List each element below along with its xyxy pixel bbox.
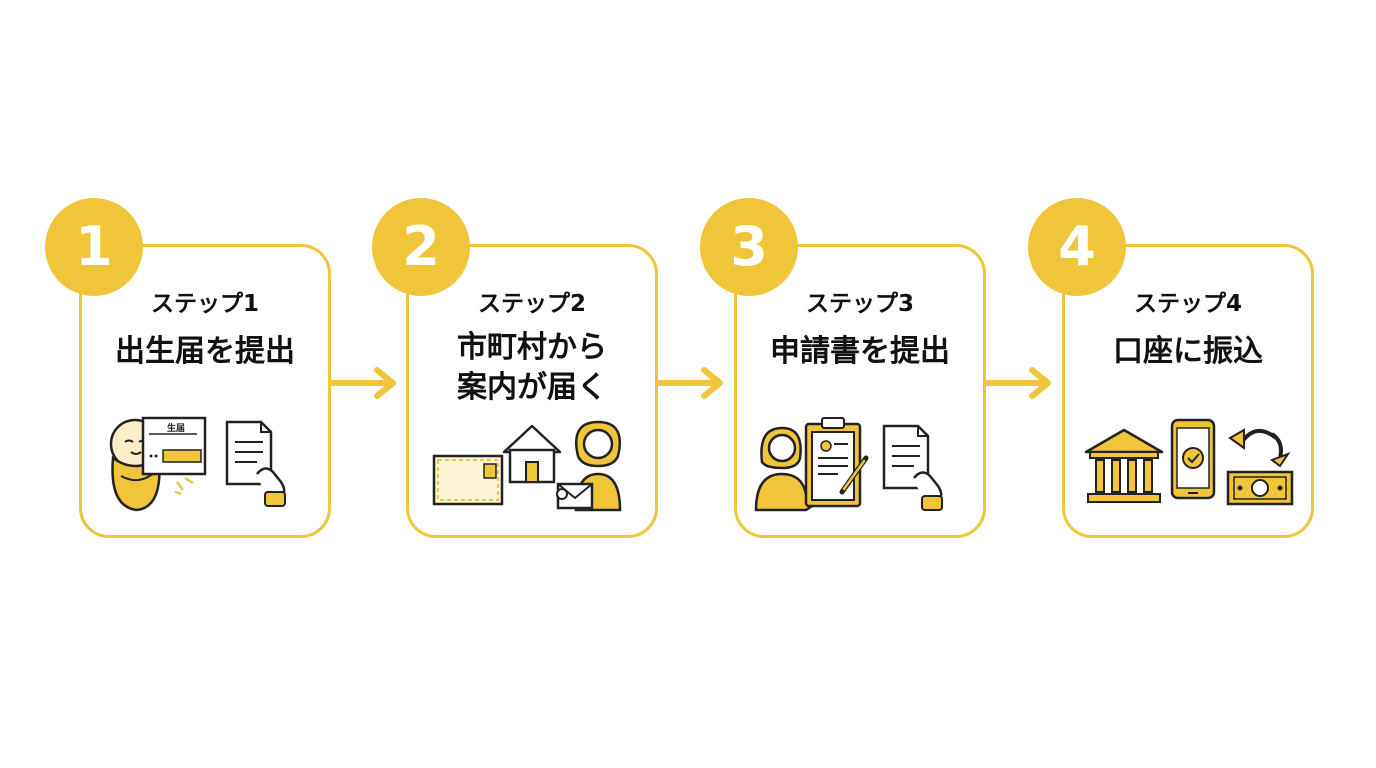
step-title: 出生届を提出 — [115, 334, 295, 369]
step-number-badge: 2 — [372, 198, 470, 296]
woman-letter-icon — [556, 420, 622, 512]
step-title: 口座に振込 — [1113, 334, 1263, 369]
step-title-line-2: 案内が届く — [457, 370, 607, 405]
birth-form-icon — [141, 416, 207, 496]
envelope-icon — [432, 454, 504, 506]
arrow-right-icon — [985, 367, 1051, 399]
clipboard-icon — [804, 417, 869, 508]
step-number-badge: 4 — [1028, 198, 1126, 296]
step-number-badge: 3 — [700, 198, 798, 296]
person-writing-icon — [754, 426, 826, 512]
step-label: ステップ3 — [805, 291, 914, 317]
hand-document-icon — [225, 420, 286, 507]
arrow-right-icon — [330, 367, 396, 399]
house-icon — [502, 424, 562, 484]
smartphone-check-icon — [1170, 418, 1216, 500]
step-title: 市町村から 案内が届く — [406, 328, 658, 408]
hand-document-icon — [882, 424, 943, 511]
bank-icon — [1084, 428, 1164, 503]
birth-form-text: 生届 — [167, 422, 185, 434]
step-3: 3 ステップ3 申請書を提出 — [700, 198, 986, 538]
step-number-badge: 1 — [45, 198, 143, 296]
step-title-line-1: 市町村から — [457, 330, 607, 365]
step-label: ステップ2 — [477, 291, 586, 317]
step-4: 4 ステップ4 口座に振込 — [1028, 198, 1314, 538]
step-illustration — [432, 420, 622, 512]
step-title: 申請書を提出 — [770, 334, 950, 369]
arrow-right-icon — [657, 367, 723, 399]
step-illustration — [754, 417, 943, 512]
step-2: 2 ステップ2 市町村から 案内が届く — [372, 198, 658, 538]
step-1: 1 ステップ1 出生届を提出 生届 — [45, 198, 331, 538]
arrow-3-to-4 — [985, 366, 1056, 400]
step-illustration: 生届 — [109, 416, 286, 512]
arrow-2-to-3 — [657, 366, 728, 400]
arrow-1-to-2 — [330, 366, 401, 400]
step-label: ステップ4 — [1133, 291, 1242, 317]
money-transfer-icon — [1226, 428, 1294, 506]
step-label: ステップ1 — [150, 291, 259, 317]
step-illustration — [1084, 418, 1294, 506]
